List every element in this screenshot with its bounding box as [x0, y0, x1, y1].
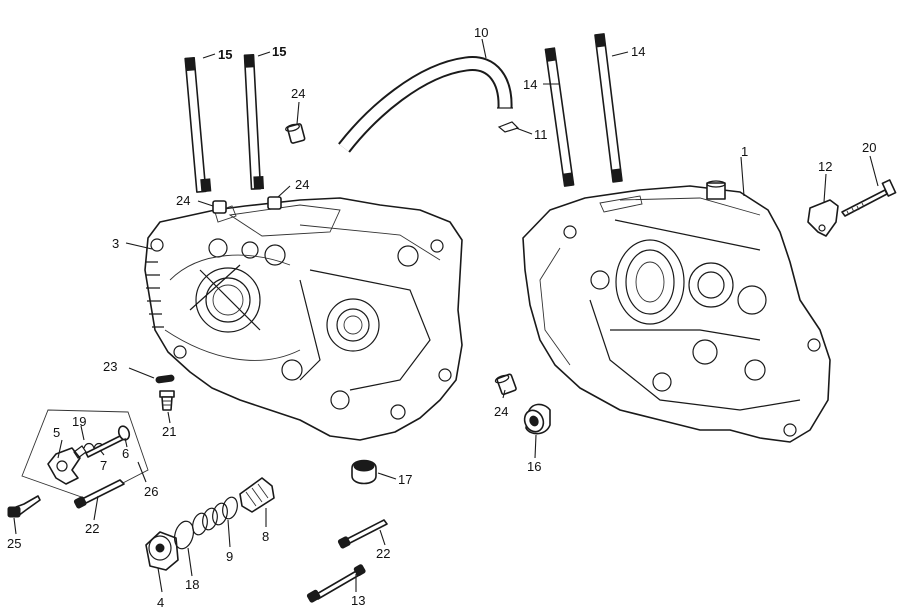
dowel-pin-24-c — [267, 196, 282, 210]
callout-17: 17 — [398, 472, 412, 487]
oil-seal — [523, 403, 551, 435]
left-crankcase — [144, 197, 463, 441]
callout-24-top: 24 — [291, 86, 305, 101]
stud-bolt-15-right — [243, 54, 265, 190]
callout-22-right: 22 — [376, 546, 390, 561]
callout-12: 12 — [818, 159, 832, 174]
callout-22-left: 22 — [85, 521, 99, 536]
callout-15-right: 15 — [272, 44, 286, 59]
bolt-22-left — [73, 479, 125, 509]
stud-bolt-15-left — [184, 57, 212, 193]
callout-16: 16 — [527, 459, 541, 474]
small-plug-23 — [155, 374, 175, 384]
nut-17 — [351, 459, 377, 485]
bolt-13 — [306, 564, 366, 603]
detent-arm-assembly — [21, 409, 149, 501]
callout-13: 13 — [351, 593, 365, 608]
stud-bolt-14-right — [594, 33, 623, 183]
callout-5: 5 — [53, 425, 60, 440]
breather-hose — [338, 56, 513, 153]
callout-9: 9 — [226, 549, 233, 564]
callout-14-right: 14 — [631, 44, 645, 59]
callout-23: 23 — [103, 359, 117, 374]
callout-18: 18 — [185, 577, 199, 592]
oil-strainer-8 — [239, 477, 275, 513]
callout-8: 8 — [262, 529, 269, 544]
bolt-22-right — [337, 519, 388, 549]
callout-1: 1 — [741, 144, 748, 159]
callout-10: 10 — [474, 25, 488, 40]
dowel-pin-24-a — [285, 123, 306, 144]
callout-25: 25 — [7, 536, 21, 551]
callout-labels: 1 3 4 5 6 7 8 9 10 11 12 13 14 14 15 15 … — [7, 25, 876, 609]
bolt-25 — [7, 495, 41, 518]
right-crankcase — [522, 180, 831, 443]
callout-11: 11 — [534, 127, 548, 142]
callout-15-left: 15 — [218, 47, 232, 62]
callout-19: 19 — [72, 414, 86, 429]
leader-lines — [13, 38, 879, 593]
callout-7: 7 — [100, 458, 107, 473]
callout-6: 6 — [122, 446, 129, 461]
callout-4: 4 — [157, 595, 164, 609]
bracket — [807, 199, 839, 237]
callout-20: 20 — [862, 140, 876, 155]
callout-24-left: 24 — [176, 193, 190, 208]
callout-3: 3 — [112, 236, 119, 251]
callout-24-right: 24 — [494, 404, 508, 419]
hose-clip — [497, 121, 520, 133]
stud-bolt-14-left — [544, 47, 575, 187]
drain-bolt-21 — [159, 390, 175, 411]
callout-26: 26 — [144, 484, 158, 499]
o-ring-18 — [173, 520, 195, 550]
dowel-pin-24-b — [212, 200, 227, 214]
callout-14-left: 14 — [523, 77, 537, 92]
dowel-pin-24-d — [494, 373, 517, 396]
callout-21: 21 — [162, 424, 176, 439]
strainer-cap — [145, 531, 179, 571]
spring-9 — [192, 496, 238, 536]
bracket-bolt — [841, 179, 897, 217]
callout-24-mid: 24 — [295, 177, 309, 192]
